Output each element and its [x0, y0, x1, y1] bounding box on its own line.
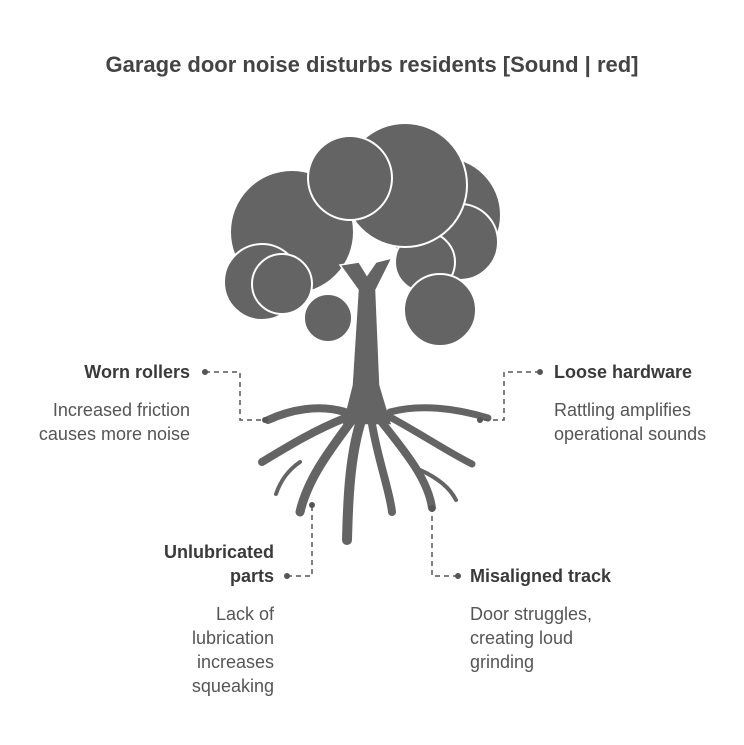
connector-lines: [205, 371, 540, 577]
worn-rollers-description: Increased friction causes more noise: [38, 400, 190, 444]
misaligned-track-title: Misaligned track: [470, 566, 612, 586]
unlubricated-parts-description: Lack of lubrication increases squeaking: [191, 604, 274, 696]
connector-dots: [202, 369, 543, 579]
callout-misaligned-track: Misaligned track Door struggles, creatin…: [470, 564, 640, 674]
loose-hardware-description: Rattling amplifies operational sounds: [554, 400, 707, 444]
tree-roots: [258, 404, 492, 545]
loose-hardware-title: Loose hardware: [554, 362, 693, 382]
misaligned-track-description: Door struggles, creating loud grinding: [470, 604, 593, 672]
unlubricated-parts-title: Unlubricated parts: [163, 542, 274, 586]
callout-loose-hardware: Loose hardware Rattling amplifies operat…: [554, 360, 724, 446]
callout-worn-rollers: Worn rollers Increased friction causes m…: [20, 360, 190, 446]
diagram-title: Garage door noise disturbs residents [So…: [105, 52, 639, 77]
tree-canopy: [223, 122, 502, 347]
worn-rollers-title: Worn rollers: [84, 362, 190, 382]
callout-unlubricated-parts: Unlubricated parts Lack of lubrication i…: [130, 540, 274, 698]
tree-trunk: [338, 256, 394, 426]
